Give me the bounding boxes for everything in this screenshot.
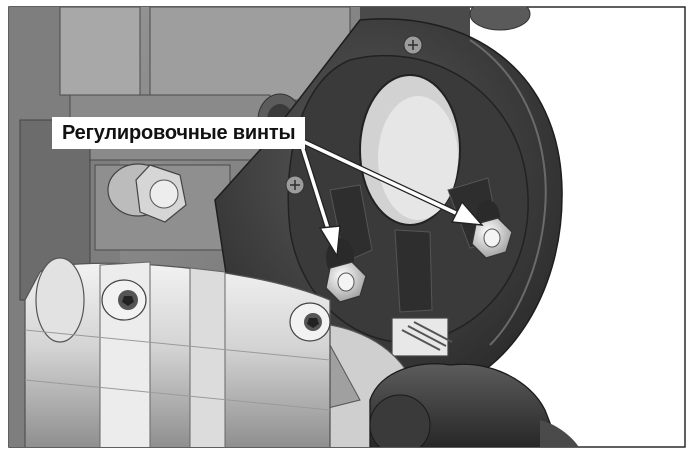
mounting-disc	[214, 18, 563, 391]
arrow-icon	[297, 137, 341, 259]
socket-screw-right	[289, 302, 331, 342]
callout-label: Регулировочные винты	[52, 117, 306, 149]
connector	[391, 317, 453, 357]
arrow-icon-right	[297, 137, 484, 226]
callout-arrows	[297, 137, 484, 259]
adjustment-screw-right	[471, 200, 513, 259]
crosshead-screw-left	[285, 175, 305, 195]
motor-cylinder	[24, 257, 331, 447]
housing-bolt	[107, 163, 187, 223]
crosshead-screw-top	[403, 35, 423, 55]
socket-screw-left	[101, 279, 147, 321]
star-knob	[369, 363, 579, 447]
